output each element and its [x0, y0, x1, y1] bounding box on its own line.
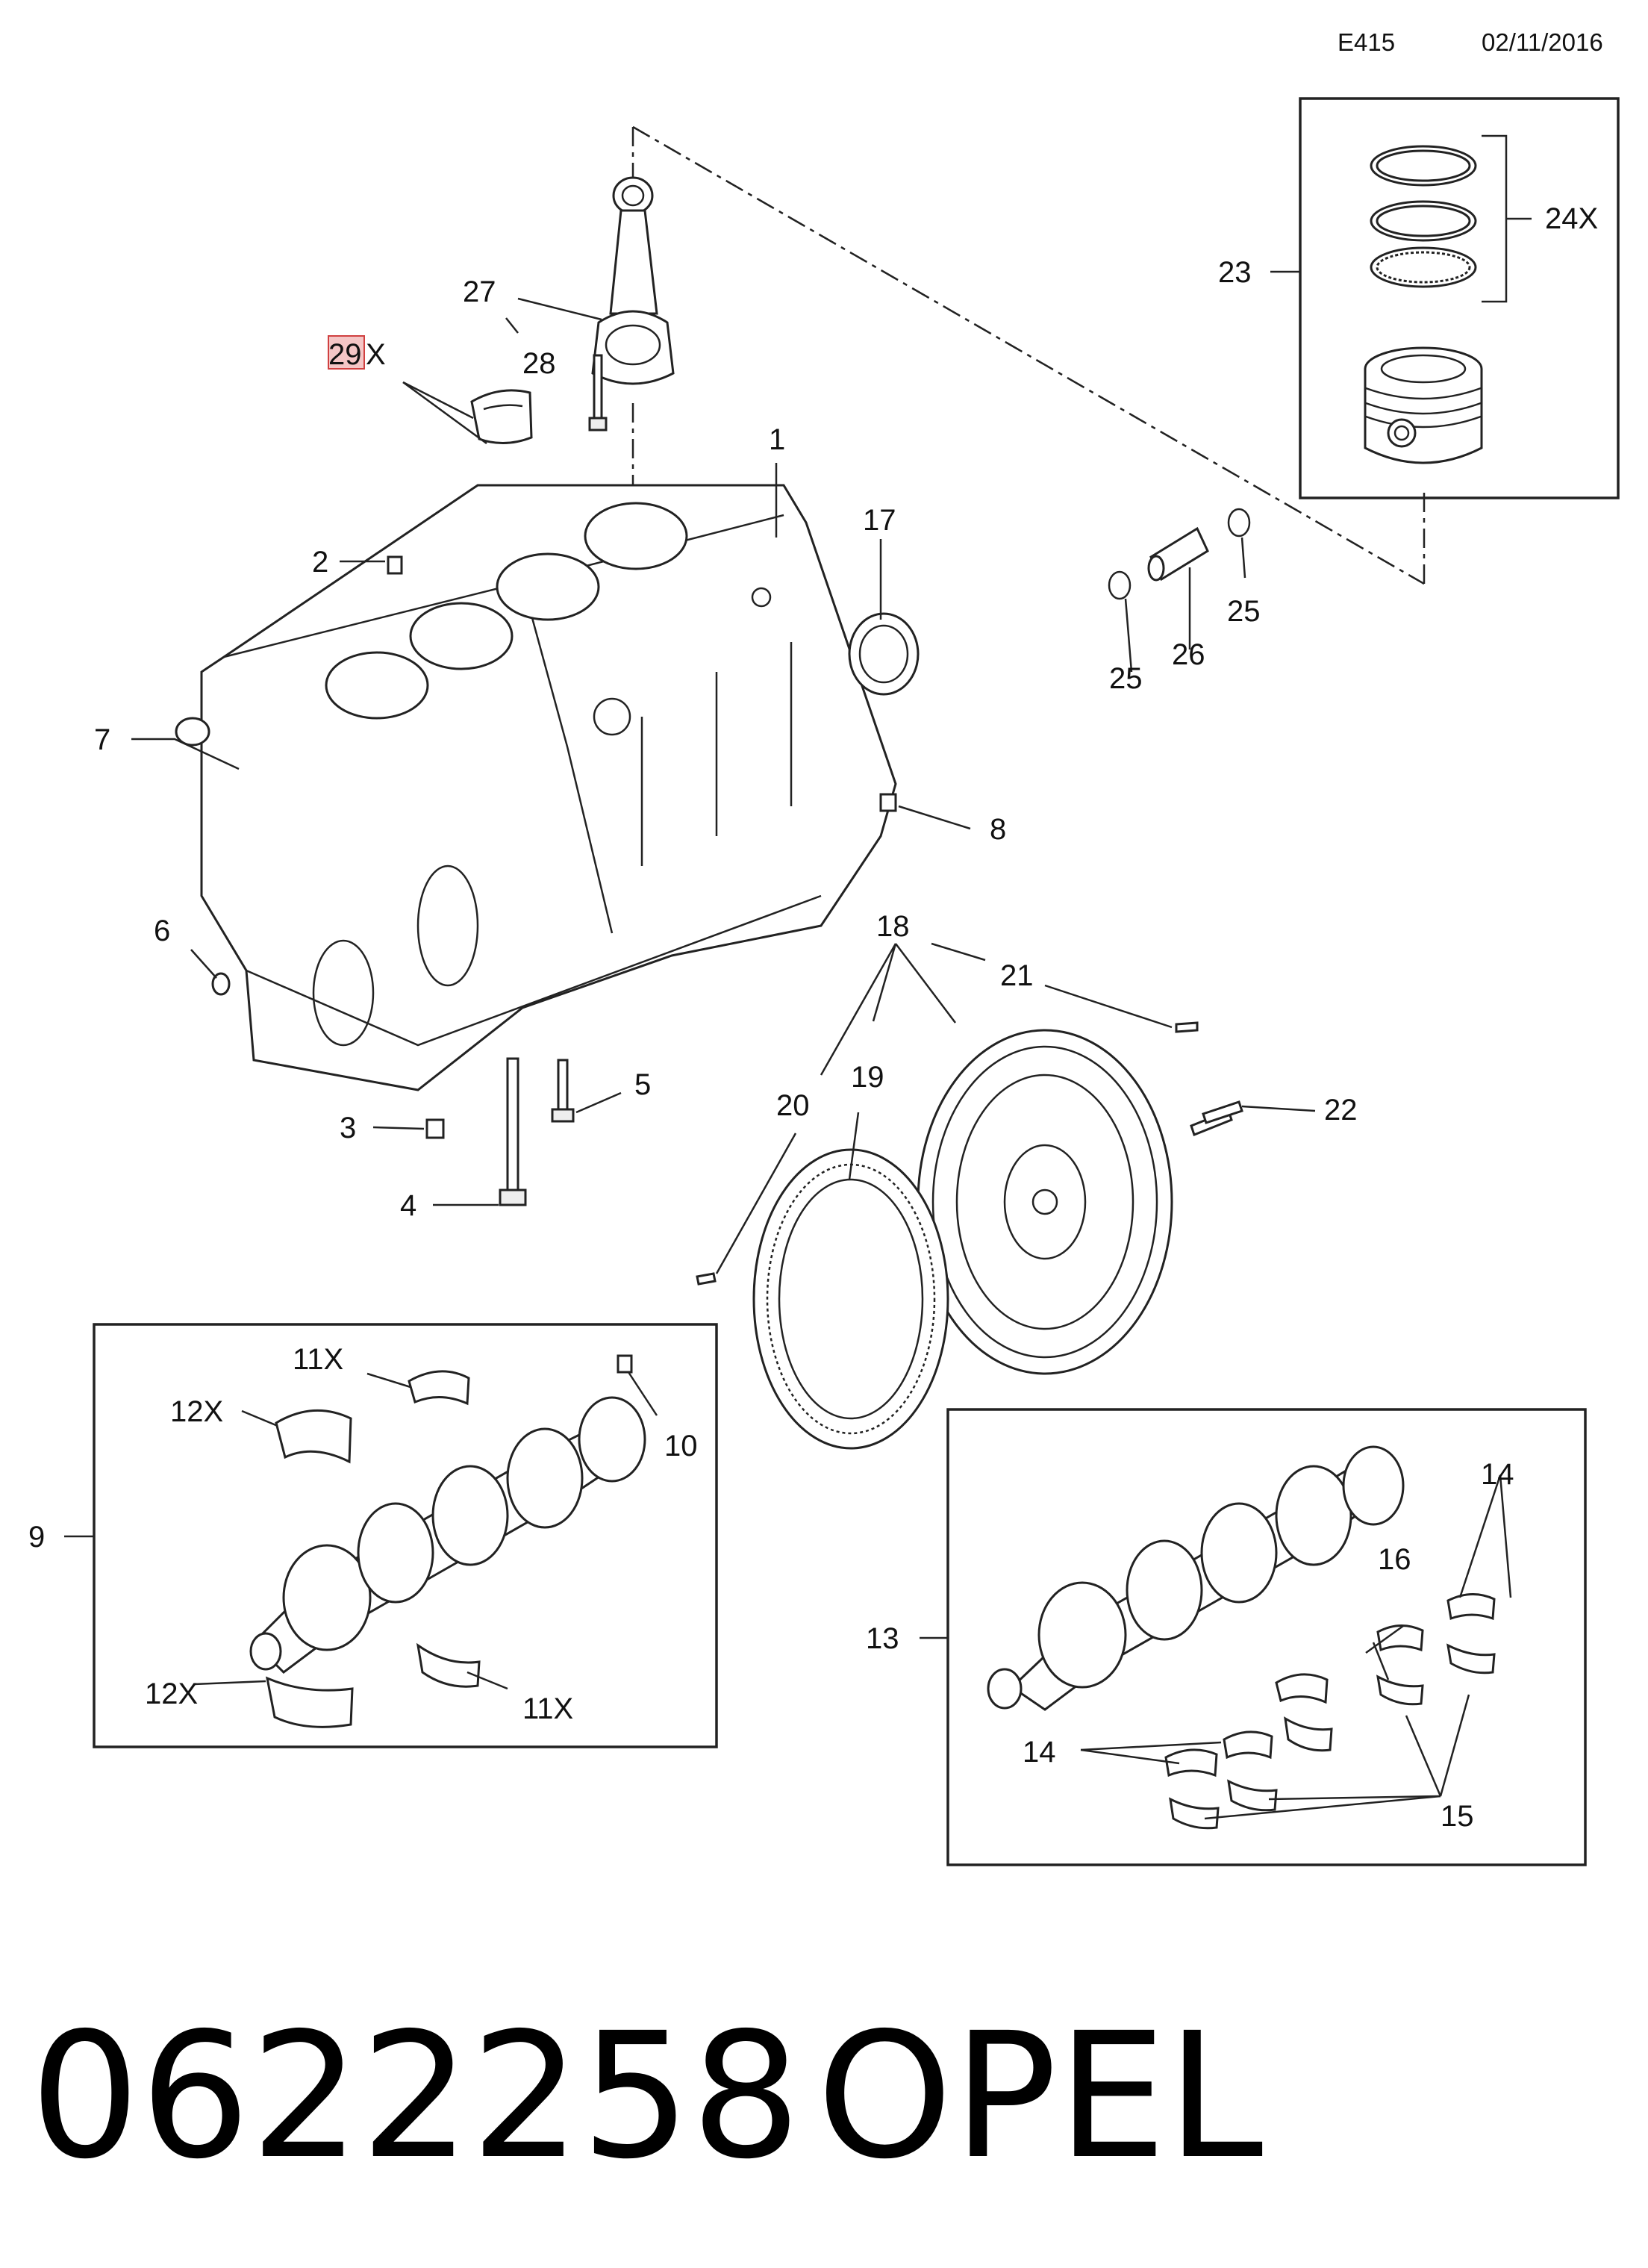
callout-29-highlight — [328, 335, 365, 370]
callout-14-top: 14 — [1481, 1458, 1514, 1491]
callout-9: 9 — [28, 1521, 45, 1554]
ring-gear-icon — [752, 1148, 949, 1450]
circlip-icon — [1108, 508, 1251, 600]
callout-1: 1 — [769, 423, 785, 456]
callout-25-right: 25 — [1227, 595, 1261, 628]
callout-4: 4 — [400, 1189, 416, 1222]
main-bearing-bolt-icon — [551, 1059, 575, 1123]
callout-14-bottom: 14 — [1023, 1736, 1056, 1769]
flywheel-bolt-icon — [1190, 1100, 1243, 1136]
cylinder-head-bolt-icon — [499, 1057, 527, 1206]
sealing-ring-icon — [211, 972, 231, 996]
oil-gallery-plug-icon — [879, 793, 897, 812]
rod-bolt-icon — [588, 354, 608, 432]
main-bearing-shell-icon — [265, 1370, 481, 1728]
callout-8: 8 — [990, 813, 1006, 846]
part-number: 0622258 — [30, 1996, 801, 2197]
diagram-date: 02/11/2016 — [1482, 28, 1603, 56]
crankshaft-key-icon — [617, 1354, 633, 1374]
piston-group-box — [1270, 97, 1620, 499]
crankshaft-group-box — [64, 1323, 718, 1748]
callout-6: 6 — [154, 915, 170, 947]
callout-15: 15 — [1441, 1800, 1474, 1833]
callout-10: 10 — [664, 1430, 698, 1462]
callout-19: 19 — [851, 1061, 884, 1094]
crankshaft-seal-icon — [848, 612, 920, 696]
callout-17: 17 — [863, 504, 896, 537]
diagram-code: E415 — [1338, 28, 1395, 56]
callout-12x-bottom: 12X — [145, 1677, 198, 1710]
crankshaft-icon — [249, 1396, 646, 1674]
callout-20: 20 — [776, 1089, 810, 1122]
callout-22: 22 — [1324, 1094, 1358, 1127]
dowel-pin-icon — [387, 555, 403, 575]
piston-icon — [1364, 346, 1483, 464]
callout-18: 18 — [876, 910, 910, 943]
connecting-rod-icon — [591, 176, 675, 385]
ring-gear-screw-icon — [696, 1272, 717, 1286]
callout-16: 16 — [1378, 1543, 1411, 1576]
callout-12x-top: 12X — [170, 1395, 223, 1428]
callout-26: 26 — [1172, 638, 1205, 671]
brand-name: OPEL — [817, 1996, 1263, 2197]
callout-2: 2 — [312, 546, 328, 579]
flywheel-icon — [917, 1029, 1173, 1375]
callout-7: 7 — [94, 723, 110, 756]
piston-pin-icon — [1147, 526, 1209, 582]
expansion-plug-icon — [175, 717, 210, 747]
bearing-shell-set-icon — [1164, 1592, 1496, 1830]
flywheel-screw-icon — [1175, 1021, 1199, 1033]
callout-29-suffix: X — [366, 338, 386, 371]
callout-29: 29 — [328, 338, 362, 371]
leader-lines — [131, 297, 1512, 1820]
callout-28: 28 — [522, 347, 556, 380]
callout-24x: 24X — [1545, 202, 1598, 235]
callout-3: 3 — [340, 1112, 356, 1144]
callout-25-left: 25 — [1109, 662, 1143, 695]
rod-bearing-shell-icon — [470, 389, 533, 445]
crankshaft-bearing-group-box — [920, 1408, 1587, 1866]
callout-21: 21 — [1000, 959, 1034, 992]
crankshaft-icon — [987, 1445, 1405, 1711]
callout-11x-bottom: 11X — [522, 1692, 573, 1725]
callout-27: 27 — [463, 275, 496, 308]
callout-11x-top: 11X — [293, 1343, 343, 1376]
engine-block-icon — [200, 484, 897, 1091]
callout-13: 13 — [866, 1622, 899, 1655]
dowel-sleeve-icon — [425, 1118, 445, 1139]
piston-ring-icon — [1370, 145, 1477, 288]
callout-5: 5 — [634, 1068, 651, 1101]
callout-23: 23 — [1218, 256, 1252, 289]
